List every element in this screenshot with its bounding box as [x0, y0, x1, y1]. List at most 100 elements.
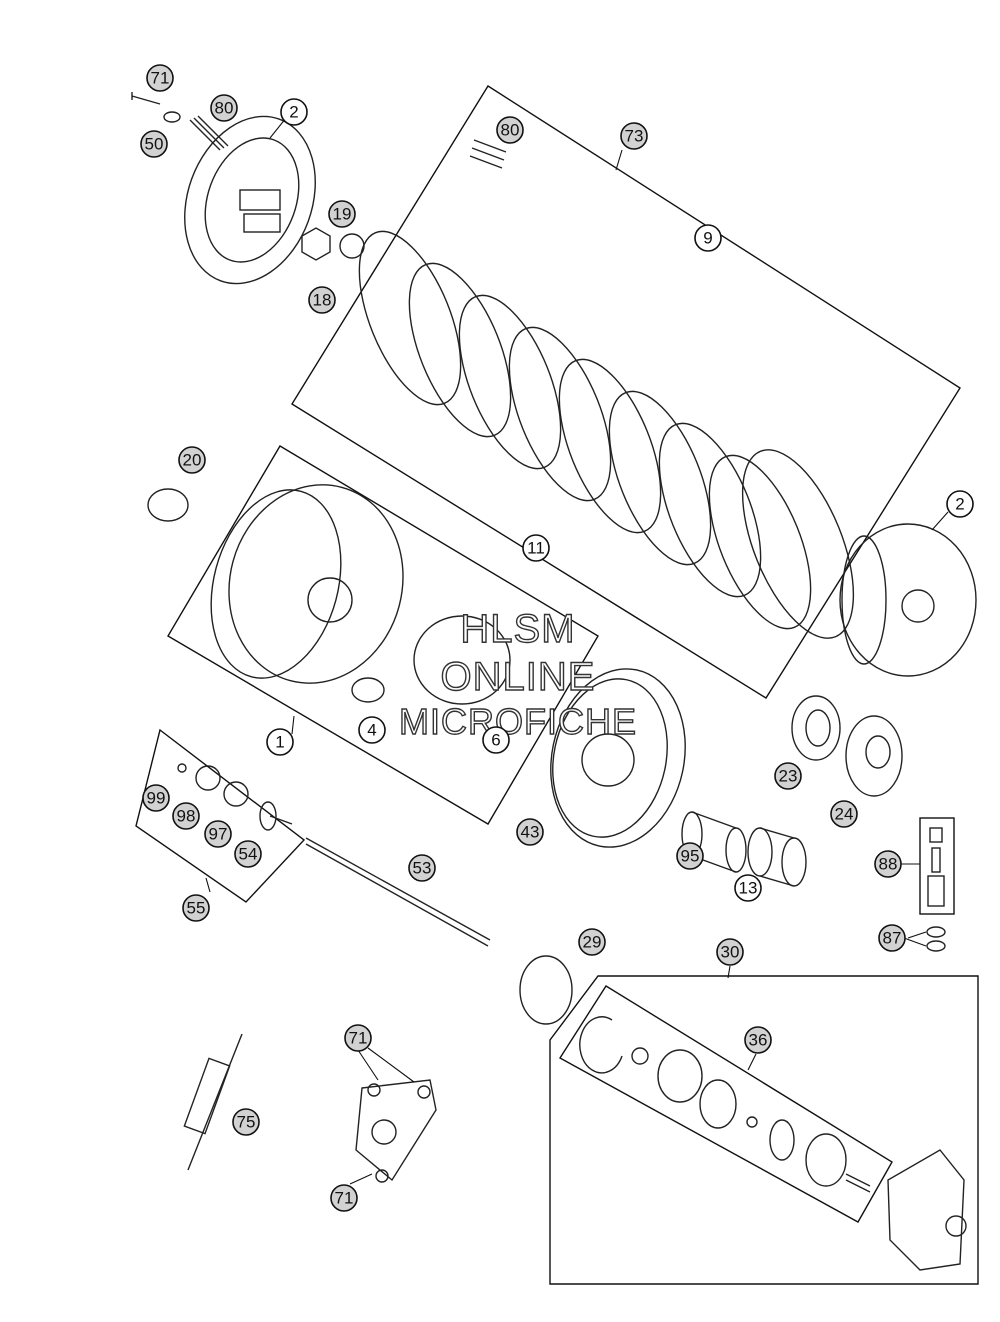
svg-text:71: 71 [151, 69, 170, 88]
release-bearing-box [135, 728, 306, 903]
callout-29: 29 [578, 928, 606, 956]
svg-text:19: 19 [333, 205, 352, 224]
svg-text:50: 50 [145, 135, 164, 154]
callout-2: 2 [280, 98, 308, 126]
callout-2: 2 [946, 490, 974, 518]
callout-80: 80 [496, 116, 524, 144]
clutch-basket-box [167, 445, 599, 825]
callout-20: 20 [178, 446, 206, 474]
callout-1: 1 [266, 728, 294, 756]
watermark-line-3: MICROFICHE [399, 701, 637, 742]
callout-71: 71 [344, 1024, 372, 1052]
svg-text:23: 23 [779, 767, 798, 786]
slave-piston-part [579, 1016, 871, 1193]
clutch-discs-part [358, 139, 855, 639]
svg-text:53: 53 [413, 859, 432, 878]
svg-text:24: 24 [835, 805, 854, 824]
nut-part [301, 227, 365, 261]
push-rod-part [305, 837, 491, 947]
callout-88: 88 [874, 850, 902, 878]
svg-text:1: 1 [275, 733, 284, 752]
callout-9: 9 [694, 224, 722, 252]
callout-71: 71 [146, 64, 174, 92]
svg-text:43: 43 [521, 823, 540, 842]
callout-73: 73 [620, 122, 648, 150]
washer-part [147, 488, 189, 522]
svg-text:13: 13 [739, 879, 758, 898]
callout-75: 75 [232, 1108, 260, 1136]
svg-text:73: 73 [625, 127, 644, 146]
gear-24-part [845, 715, 903, 797]
o-ring-part [519, 955, 573, 1025]
callout-18: 18 [308, 286, 336, 314]
svg-text:99: 99 [147, 789, 166, 808]
svg-text:54: 54 [239, 845, 258, 864]
callout-50: 50 [140, 130, 168, 158]
callout-53: 53 [408, 854, 436, 882]
svg-text:36: 36 [749, 1031, 768, 1050]
leader-lines [205, 117, 949, 1185]
slave-piston-box [559, 985, 893, 1223]
svg-text:80: 80 [501, 121, 520, 140]
callout-11: 11 [522, 534, 550, 562]
callout-23: 23 [774, 762, 802, 790]
svg-text:98: 98 [177, 807, 196, 826]
svg-text:4: 4 [367, 721, 376, 740]
callout-55: 55 [182, 894, 210, 922]
sealing-washers-part [926, 926, 946, 952]
slave-cylinder-box [549, 975, 979, 1285]
callout-43: 43 [516, 818, 544, 846]
svg-text:71: 71 [349, 1029, 368, 1048]
callout-30: 30 [716, 938, 744, 966]
svg-text:11: 11 [527, 539, 545, 558]
release-bearing-part [177, 763, 293, 831]
svg-text:2: 2 [955, 495, 964, 514]
callout-6: 6 [482, 726, 510, 754]
svg-text:9: 9 [703, 229, 712, 248]
callout-97: 97 [204, 820, 232, 848]
callout-98: 98 [172, 802, 200, 830]
callout-4: 4 [358, 716, 386, 744]
callout-71: 71 [330, 1184, 358, 1212]
callout-80: 80 [210, 94, 238, 122]
slave-cylinder-part [887, 1149, 967, 1271]
svg-text:6: 6 [491, 731, 500, 750]
clutch-cover-part [355, 1079, 437, 1183]
syringe-part [183, 1033, 243, 1171]
svg-text:97: 97 [209, 825, 228, 844]
bleeder-box [919, 817, 955, 915]
svg-text:71: 71 [335, 1189, 354, 1208]
watermark-line-1: HLSM [460, 607, 575, 651]
pressure-plate-part [131, 92, 316, 285]
svg-text:2: 2 [289, 103, 298, 122]
svg-text:75: 75 [237, 1113, 256, 1132]
svg-text:88: 88 [879, 855, 898, 874]
svg-text:18: 18 [313, 291, 332, 310]
watermark: HLSM ONLINE MICROFICHE [398, 606, 637, 742]
callout-24: 24 [830, 800, 858, 828]
svg-text:55: 55 [187, 899, 206, 918]
svg-text:29: 29 [583, 933, 602, 952]
callout-95: 95 [676, 842, 704, 870]
callout-19: 19 [328, 200, 356, 228]
svg-text:95: 95 [681, 847, 700, 866]
inner-hub-part [839, 523, 977, 677]
clutch-pack-box [291, 85, 961, 699]
callout-87: 87 [878, 924, 906, 952]
callout-13: 13 [734, 874, 762, 902]
bushing-part [747, 827, 807, 887]
callouts: 71 80 2 50 19 18 80 73 9 20 11 2 4 6 1 9… [140, 64, 974, 1212]
primary-gear-part [550, 668, 686, 848]
svg-text:80: 80 [215, 99, 234, 118]
callout-36: 36 [744, 1026, 772, 1054]
svg-text:87: 87 [883, 929, 902, 948]
clutch-basket-part [210, 484, 511, 705]
gear-23-part [791, 695, 841, 761]
svg-text:20: 20 [183, 451, 202, 470]
bleeder-part [927, 827, 945, 907]
callout-99: 99 [142, 784, 170, 812]
callout-54: 54 [234, 840, 262, 868]
svg-text:30: 30 [721, 943, 740, 962]
watermark-line-2: ONLINE [441, 655, 596, 699]
